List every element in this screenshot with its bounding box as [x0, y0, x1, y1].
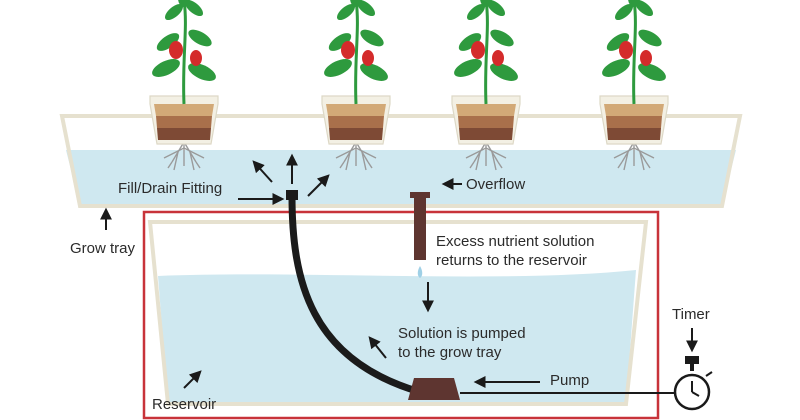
label-excess-solution: Excess nutrient solution returns to the …: [436, 232, 594, 270]
arrow-reservoir: [183, 370, 202, 389]
arrow-up-right: [307, 174, 330, 197]
fill-drain-hose: [288, 192, 424, 396]
arrow-up-left: [252, 160, 273, 183]
label-fill-drain-fitting: Fill/Drain Fitting: [118, 180, 223, 197]
reservoir-tank: [147, 220, 649, 406]
pump: [408, 378, 460, 400]
label-grow-tray: Grow tray: [70, 240, 136, 257]
reservoir-highlight-frame: [142, 210, 660, 420]
label-solution-pumped: Solution is pumped to the grow tray: [398, 324, 526, 362]
label-reservoir: Reservoir: [152, 396, 217, 413]
plant-1: [147, 0, 221, 172]
plant-4: [597, 0, 671, 172]
fill-drain-fitting: [286, 190, 298, 200]
overflow-pipe: [410, 192, 430, 278]
label-timer: Timer: [672, 306, 710, 323]
label-pumped-line-1: Solution is pumped: [398, 325, 526, 342]
label-pump: Pump: [550, 372, 590, 389]
arrow-pumped: [368, 336, 387, 359]
label-excess-line-2: returns to the reservoir: [436, 252, 587, 269]
label-excess-line-1: Excess nutrient solution: [436, 233, 595, 250]
plant-2: [319, 0, 393, 172]
label-overflow: Overflow: [466, 176, 526, 193]
timer: [673, 356, 713, 411]
plant-3: [449, 0, 523, 172]
label-pumped-line-2: to the grow tray: [398, 344, 502, 361]
